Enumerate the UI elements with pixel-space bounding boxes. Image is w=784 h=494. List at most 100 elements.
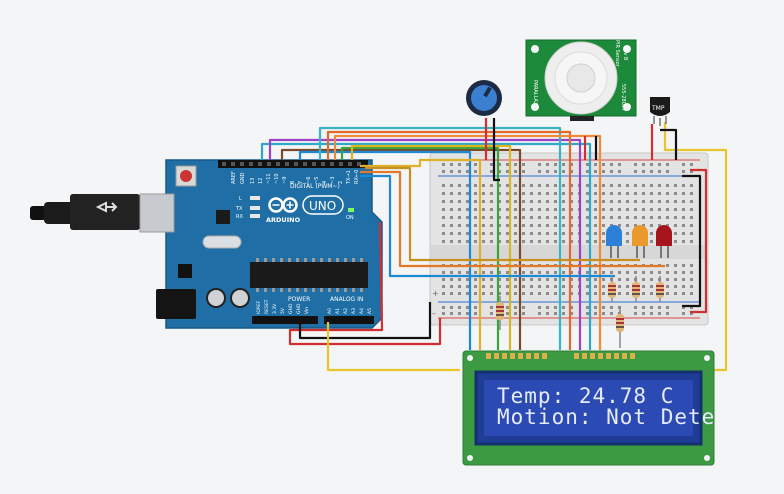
breadboard-hole	[498, 278, 501, 281]
wire-gold[interactable]	[365, 166, 640, 262]
led-orange[interactable]	[632, 225, 648, 258]
breadboard-hole	[546, 170, 549, 173]
breadboard-hole	[682, 292, 685, 295]
breadboard-hole	[562, 163, 565, 166]
breadboard-hole	[602, 292, 605, 295]
breadboard-hole	[682, 271, 685, 274]
breadboard-hole	[666, 271, 669, 274]
breadboard-hole	[642, 163, 645, 166]
wire-cyan-2[interactable]	[318, 126, 562, 350]
breadboard-hole	[610, 216, 613, 219]
breadboard-hole	[658, 200, 661, 203]
breadboard-hole	[570, 271, 573, 274]
resistor-lcd-backlight[interactable]	[616, 306, 624, 348]
breadboard-hole	[690, 240, 693, 243]
breadboard-hole	[594, 184, 597, 187]
breadboard-hole	[530, 192, 533, 195]
breadboard-hole	[442, 292, 445, 295]
gnd-pin-label: GND	[240, 172, 246, 184]
wire-orange-2[interactable]	[333, 134, 602, 350]
breadboard-hole	[490, 306, 493, 309]
breadboard-hole	[586, 216, 589, 219]
wire-blue-led[interactable]	[360, 174, 615, 278]
breadboard-hole	[626, 271, 629, 274]
led-blue[interactable]	[606, 225, 622, 258]
potentiometer[interactable]	[466, 80, 502, 116]
wire-tmp-gnd[interactable]	[660, 128, 678, 160]
breadboard-hole	[690, 232, 693, 235]
breadboard-hole	[498, 224, 501, 227]
breadboard-hole	[450, 292, 453, 295]
breadboard-hole	[610, 184, 613, 187]
wire-black-gnd[interactable]	[298, 302, 432, 340]
breadboard-hole	[690, 224, 693, 227]
pir-sensor[interactable]: PIR Sensor Rev B PARALLAX 555-28027	[525, 39, 637, 121]
analog-header[interactable]	[324, 316, 374, 324]
breadboard-hole	[546, 306, 549, 309]
breadboard-hole	[634, 224, 637, 227]
breadboard-hole	[666, 278, 669, 281]
wires[interactable]	[260, 118, 728, 372]
lcd-pin	[526, 353, 531, 359]
lcd-16x2[interactable]: Temp: 24.78 C Motion: Not Dete	[462, 350, 715, 466]
wire-rail-red[interactable]	[690, 168, 708, 314]
resistor-3[interactable]	[656, 276, 664, 302]
wire-yellow-top[interactable]	[350, 144, 512, 350]
digital-pin-label: 8	[290, 181, 296, 184]
breadboard-hole	[682, 232, 685, 235]
wire-brown[interactable]	[280, 148, 522, 350]
breadboard-hole	[490, 292, 493, 295]
lcd-pin	[622, 353, 627, 359]
power-header[interactable]	[252, 316, 318, 324]
digital-header[interactable]	[218, 160, 368, 168]
breadboard-hole	[554, 170, 557, 173]
breadboard-hole	[554, 192, 557, 195]
breadboard-hole	[522, 216, 525, 219]
breadboard-hole	[586, 285, 589, 288]
lcd-pin	[614, 353, 619, 359]
wire-orange[interactable]	[360, 170, 665, 268]
wire-rail-black[interactable]	[682, 174, 702, 308]
digital-pin-label: RX←0	[354, 170, 360, 184]
wire-green[interactable]	[340, 146, 500, 350]
tmp36-sensor[interactable]: TMP	[650, 97, 670, 126]
breadboard-hole	[450, 192, 453, 195]
breadboard-hole	[618, 285, 621, 288]
breadboard-hole	[522, 170, 525, 173]
breadboard-hole	[482, 184, 485, 187]
wire-yellow[interactable]	[360, 158, 482, 350]
wire-tmp-out[interactable]	[663, 122, 728, 372]
breadboard-hole	[530, 216, 533, 219]
uno-label: UNO	[309, 199, 336, 213]
breadboard-hole	[514, 200, 517, 203]
wire-blue[interactable]	[298, 150, 472, 350]
rail-minus-mark: –	[432, 309, 436, 318]
digital-pin-label: ~11	[266, 173, 272, 184]
breadboard-hole	[562, 192, 565, 195]
breadboard-hole	[530, 240, 533, 243]
breadboard-hole	[626, 292, 629, 295]
wire-pot-gnd[interactable]	[492, 118, 500, 182]
resistor-2[interactable]	[632, 276, 640, 302]
wire-red-5v[interactable]	[288, 221, 442, 346]
breadboard-hole	[554, 271, 557, 274]
breadboard-hole	[570, 216, 573, 219]
wire-orange-top[interactable]	[326, 130, 572, 350]
resistor-1[interactable]	[608, 276, 616, 302]
resistor-contrast[interactable]	[496, 296, 504, 330]
breadboard-hole	[458, 170, 461, 173]
breadboard-hole	[682, 306, 685, 309]
led-red[interactable]	[656, 225, 672, 258]
breadboard-hole	[586, 200, 589, 203]
wire-purple[interactable]	[268, 138, 582, 350]
breadboard-hole	[466, 208, 469, 211]
wire-yellow-a0[interactable]	[326, 322, 460, 372]
wire-cyan[interactable]	[260, 142, 592, 350]
breadboard-hole	[514, 271, 517, 274]
breadboard-hole	[674, 271, 677, 274]
breadboard-hole	[602, 216, 605, 219]
breadboard-hole	[514, 285, 517, 288]
power-pin-label: 5V	[280, 307, 286, 314]
